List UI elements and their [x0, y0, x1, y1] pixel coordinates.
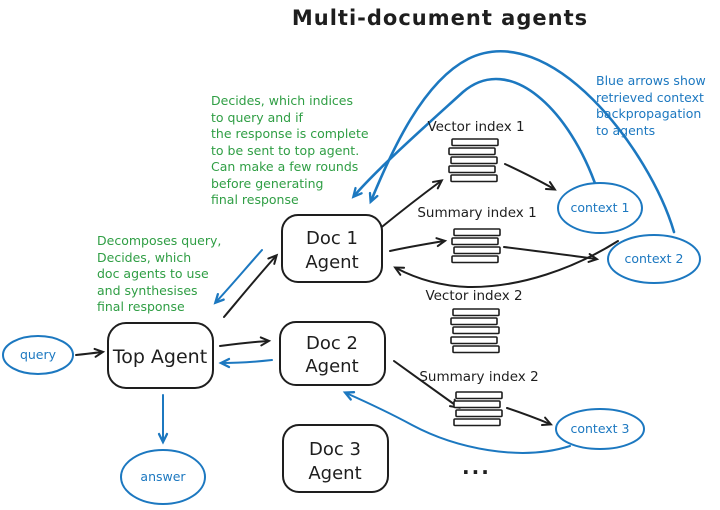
arrow-doc2-to-summary2	[393, 360, 461, 409]
diagram-title: Multi-document agents	[291, 6, 589, 30]
arrow-doc1-to-summary1	[389, 237, 448, 252]
doc3-label-line2: Agent	[308, 463, 361, 484]
blue-arrows-note: Blue arrows show retrieved context backp…	[596, 73, 706, 138]
node-answer: answer	[120, 449, 206, 505]
summary-index-2-stack-icon	[453, 391, 503, 427]
summary-index-1-label: Summary index 1	[417, 205, 536, 221]
node-context3: context 3	[555, 408, 645, 450]
context3-label: context 3	[570, 421, 629, 436]
arrow-summary1-to-context2	[503, 246, 600, 263]
query-label: query	[20, 347, 57, 362]
doc1-label-line2: Agent	[305, 252, 358, 273]
top-agent-note: Decomposes query, Decides, which doc age…	[97, 233, 222, 314]
arrow-context3-to-doc2-blue	[342, 391, 571, 454]
arrow-context2-to-doc1-blue-arc	[368, 50, 676, 234]
arrow-summary2-to-context3	[506, 407, 553, 427]
vector-index-2-stack-icon	[450, 308, 500, 354]
arrow-context2-to-doc1	[393, 240, 619, 289]
vector-index-1-label: Vector index 1	[427, 119, 524, 135]
node-context2: context 2	[607, 234, 701, 284]
doc1-label-line1: Doc 1	[306, 228, 358, 249]
doc2-label-line1: Doc 2	[306, 333, 358, 354]
node-query: query	[2, 335, 74, 375]
summary-index-1-stack-icon	[451, 228, 501, 264]
arrow-doc1-to-top-blue	[213, 249, 263, 305]
arrow-top-to-doc1	[223, 253, 279, 318]
arrow-top-to-doc2	[219, 336, 272, 347]
doc-agents-note: Decides, which indices to query and if t…	[211, 93, 369, 207]
arrow-query-to-top	[75, 347, 106, 358]
node-doc2-agent: Doc 2 Agent	[279, 321, 386, 386]
vector-index-1-stack-icon	[448, 138, 499, 183]
vector-index-2-label: Vector index 2	[425, 288, 522, 304]
more-agents-ellipsis: ...	[462, 455, 491, 479]
context1-label: context 1	[570, 200, 629, 215]
doc2-label-line2: Agent	[305, 356, 358, 377]
node-context1: context 1	[557, 182, 643, 234]
node-top-agent: Top Agent	[107, 322, 214, 389]
node-doc1-agent: Doc 1 Agent	[281, 214, 383, 283]
summary-index-2-label: Summary index 2	[419, 369, 538, 385]
answer-label: answer	[140, 469, 186, 484]
arrow-doc2-to-top-blue	[218, 357, 273, 369]
arrow-vector1-to-context1	[504, 163, 557, 191]
context2-label: context 2	[624, 251, 683, 266]
top-agent-label: Top Agent	[112, 346, 207, 368]
doc3-label-line1: Doc 3	[309, 439, 361, 460]
node-doc3-agent: Doc 3 Agent	[282, 424, 389, 493]
